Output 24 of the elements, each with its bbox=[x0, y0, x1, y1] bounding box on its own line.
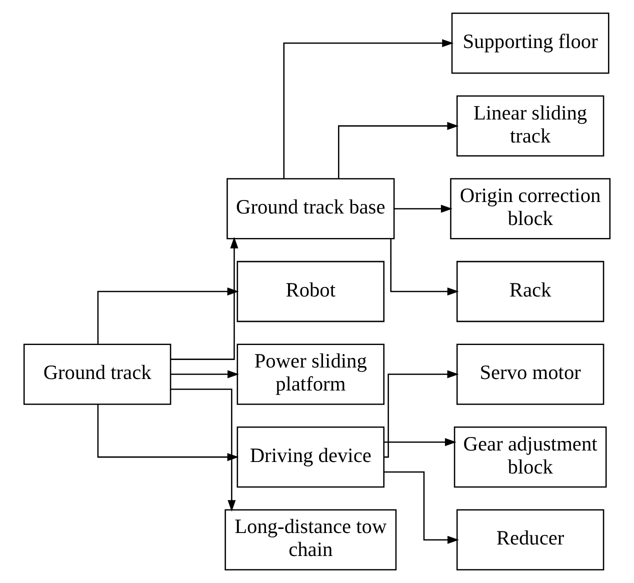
arrow bbox=[283, 39, 454, 179]
node-box: Driving device bbox=[236, 426, 384, 488]
node-box: Reducer bbox=[456, 509, 604, 570]
arrow bbox=[97, 287, 239, 344]
node-box: Robot bbox=[236, 260, 384, 322]
arrow bbox=[384, 471, 459, 544]
arrow bbox=[338, 122, 459, 178]
node-box: Origin correction block bbox=[450, 178, 611, 240]
node-box: Ground track bbox=[23, 344, 172, 405]
node-box: Supporting floor bbox=[451, 12, 610, 74]
node-box: Ground track base bbox=[226, 178, 395, 240]
arrow bbox=[384, 438, 456, 446]
arrow bbox=[394, 204, 452, 213]
node-box: Rack bbox=[456, 260, 604, 322]
node-box: Long-distance tow chain bbox=[224, 509, 397, 570]
arrow bbox=[390, 239, 459, 296]
node-box: Linear sliding track bbox=[456, 95, 604, 156]
arrow bbox=[170, 370, 240, 378]
node-box: Gear adjustment block bbox=[454, 426, 607, 488]
node-box: Power sliding platform bbox=[236, 344, 384, 405]
arrow bbox=[170, 388, 236, 512]
arrow bbox=[170, 236, 238, 360]
node-box: Servo motor bbox=[456, 344, 604, 405]
arrow bbox=[384, 370, 459, 458]
